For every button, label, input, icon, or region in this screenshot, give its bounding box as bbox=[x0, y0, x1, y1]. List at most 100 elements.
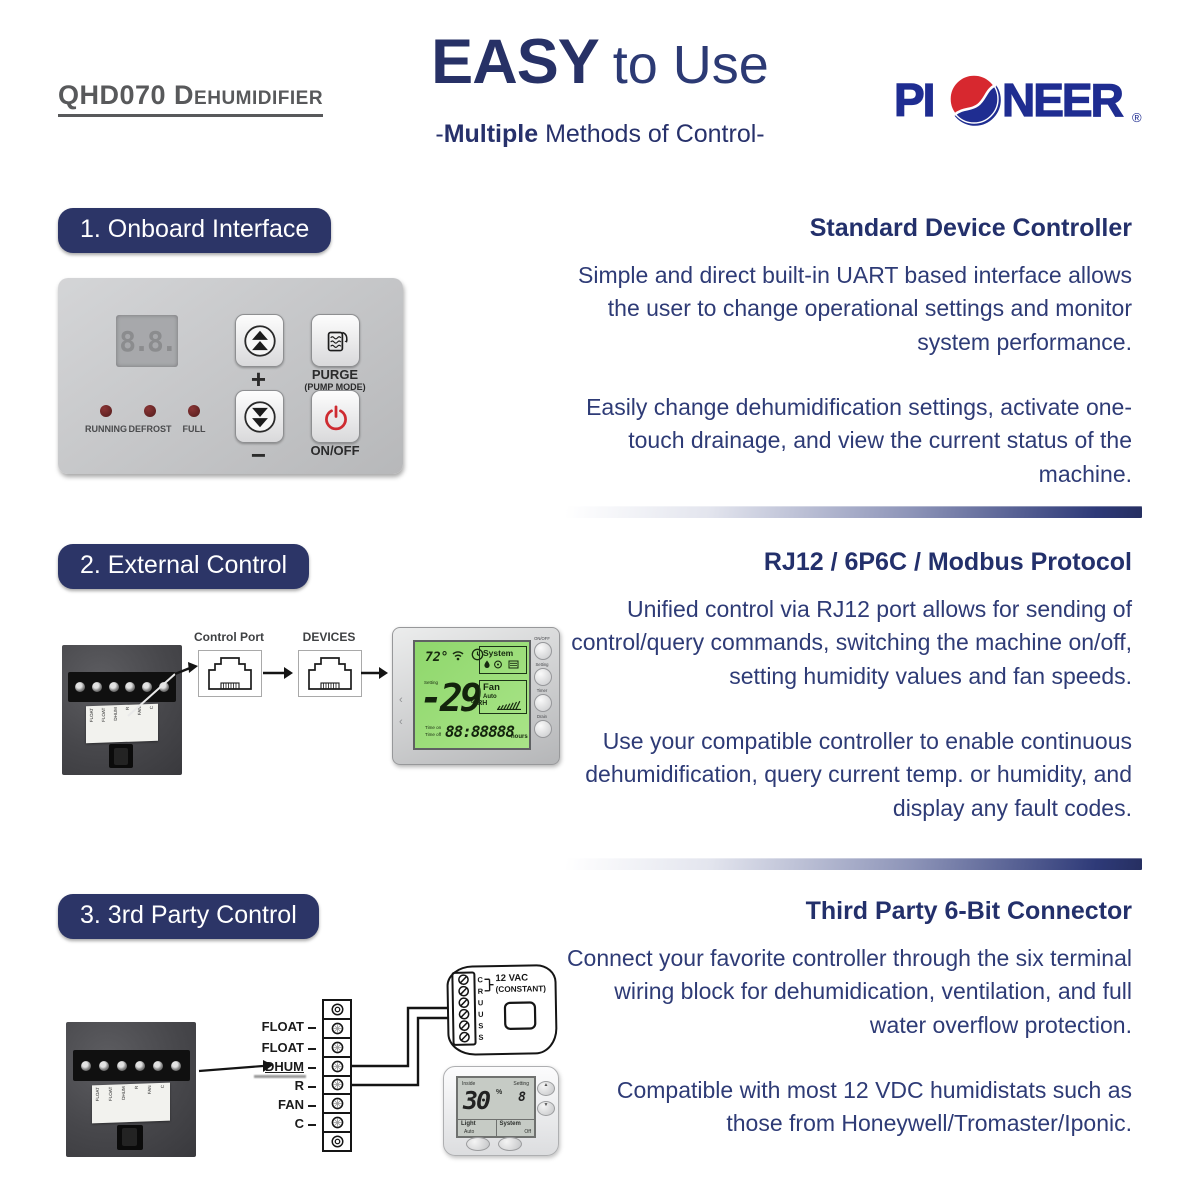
rj12-controller-device: 72° System Setting -29 %RH Fan Auto bbox=[392, 627, 560, 765]
fan-terminal bbox=[324, 1095, 350, 1115]
setting-button bbox=[534, 668, 552, 686]
screw-icon bbox=[108, 682, 119, 693]
screw-icon bbox=[75, 682, 86, 693]
page-title-bold: EASY bbox=[431, 27, 600, 97]
lcd-hours-caption: hours bbox=[511, 734, 528, 740]
product-model-title: QHD070 Dehumidifier bbox=[58, 80, 324, 117]
page-subtitle: -Multiple Methods of Control- bbox=[435, 120, 765, 148]
lcd-temperature: 72° bbox=[425, 650, 449, 665]
section-2-paragraph-1: Unified control via RJ12 port allows for… bbox=[571, 596, 1132, 689]
inside-caption: Inside bbox=[462, 1081, 476, 1087]
svg-text:PI: PI bbox=[894, 74, 933, 126]
purge-sub-label: (PUMP MODE) bbox=[304, 382, 366, 392]
lcd-timer-digits: 88:88888 bbox=[445, 722, 515, 741]
devices-jack-diagram bbox=[298, 650, 362, 697]
double-arrow-up-icon bbox=[243, 324, 276, 357]
running-led-label: RUNNING bbox=[85, 424, 127, 434]
lcd-setting-caption: Setting bbox=[424, 680, 439, 685]
section-divider-2 bbox=[566, 858, 1142, 870]
drain-button bbox=[534, 720, 552, 738]
float-terminal-2 bbox=[324, 1039, 350, 1058]
left-chevron-icon: ‹ bbox=[399, 716, 403, 728]
function-button-right bbox=[498, 1137, 522, 1151]
decrease-button bbox=[235, 390, 284, 443]
svg-text:S: S bbox=[478, 1021, 483, 1030]
wifi-icon bbox=[452, 651, 464, 661]
bracket-line bbox=[484, 978, 494, 992]
onoff-button-label: ON/OFF bbox=[534, 636, 550, 641]
timer-button bbox=[534, 694, 552, 712]
section-2-text: RJ12 / 6P6C / Modbus Protocol Unified co… bbox=[560, 548, 1132, 857]
full-led bbox=[188, 405, 200, 417]
defrost-led-label: DEFROST bbox=[128, 424, 172, 434]
mount-terminal bbox=[324, 1133, 350, 1150]
screw-icon bbox=[158, 682, 169, 693]
power-button bbox=[311, 390, 360, 443]
section-1-badge: 1. Onboard Interface bbox=[58, 208, 332, 253]
section-3-badge: 3. 3rd Party Control bbox=[58, 894, 319, 939]
humidity-reading: 30 bbox=[463, 1086, 491, 1115]
rj12-jack-photo bbox=[108, 743, 133, 769]
lcd-system-box: System bbox=[479, 646, 527, 674]
section-2-paragraph-2: Use your compatible controller to enable… bbox=[585, 728, 1132, 821]
seven-segment-display: 8.8. bbox=[116, 315, 178, 367]
vac-label-line2: (CONSTANT) bbox=[496, 984, 547, 994]
screw-icon bbox=[98, 1060, 109, 1071]
running-led bbox=[100, 405, 112, 417]
float-terminal-1 bbox=[324, 1020, 350, 1039]
lcd-time-off-caption: Time off bbox=[425, 732, 442, 737]
registered-mark: ® bbox=[1132, 110, 1142, 125]
section-divider-1 bbox=[566, 506, 1142, 518]
mount-terminal bbox=[324, 1001, 350, 1020]
onoff-button bbox=[534, 642, 552, 660]
svg-text:R: R bbox=[478, 987, 484, 996]
rj12-outline-icon bbox=[208, 657, 252, 690]
terminal-block-photo-2: FLOAT FLOAT DHUM R FAN C bbox=[66, 1022, 196, 1157]
float-terminal-label-2: FLOAT bbox=[238, 1040, 316, 1055]
honeywell-humidistat: Inside Setting 30 % 8 Light Auto System … bbox=[443, 1066, 559, 1156]
full-led-label: FULL bbox=[182, 424, 206, 434]
left-chevron-icon: ‹ bbox=[399, 694, 403, 706]
terminal-label-strip: FLOAT FLOAT DHUM R FAN C bbox=[92, 1082, 170, 1124]
pioneer-logo-globe-icon bbox=[949, 74, 1001, 126]
pioneer-logo: PI NEER ® bbox=[894, 73, 1142, 126]
timer-button-label: Timer bbox=[536, 688, 548, 693]
lcd-time-on-caption: Time on bbox=[425, 725, 442, 730]
system-mode-icons bbox=[484, 660, 519, 669]
defrost-led bbox=[144, 405, 156, 417]
power-icon bbox=[324, 405, 347, 430]
dhum-wire bbox=[352, 1006, 448, 1068]
section-1-paragraph-1: Simple and direct built-in UART based in… bbox=[578, 262, 1132, 355]
lcd-bottom-bar: Light Auto System Off bbox=[458, 1119, 534, 1136]
arrowhead-icon bbox=[188, 662, 198, 673]
terminal-label-strip: FLOAT FLOAT DHUM R FAN C bbox=[86, 703, 158, 744]
screw-icon bbox=[171, 1060, 182, 1071]
fan-terminal-label: FAN bbox=[238, 1097, 316, 1112]
vac-label-line1: 12 VAC bbox=[495, 973, 528, 985]
slot-screw-icons bbox=[458, 974, 470, 1043]
setting-caption: Setting bbox=[513, 1081, 529, 1087]
svg-text:C: C bbox=[477, 975, 483, 984]
section-1-paragraph-2: Easily change dehumidification settings,… bbox=[586, 394, 1132, 487]
purge-label: PURGE bbox=[311, 367, 359, 382]
dhum-fine-print bbox=[254, 1075, 306, 1078]
c-terminal-label: C bbox=[238, 1116, 316, 1131]
svg-text:U: U bbox=[478, 1010, 484, 1019]
drain-button-label: Drain bbox=[536, 714, 547, 719]
arrowhead-icon bbox=[379, 667, 388, 679]
section-3-text: Third Party 6-Bit Connector Connect your… bbox=[560, 897, 1132, 1173]
percent-sign: % bbox=[496, 1089, 503, 1096]
rj12-jack-photo bbox=[116, 1124, 143, 1151]
terminal-screw-block bbox=[68, 672, 176, 703]
devices-label: DEVICES bbox=[302, 630, 356, 644]
section-1-text: Standard Device Controller Simple and di… bbox=[560, 214, 1132, 523]
setting-button-label: Setting bbox=[535, 662, 549, 667]
terminal-block-photo: FLOAT FLOAT DHUM R FAN C bbox=[62, 645, 182, 775]
screw-icon bbox=[135, 1060, 146, 1071]
svg-text:NEER: NEER bbox=[1002, 74, 1124, 126]
section-2-heading: RJ12 / 6P6C / Modbus Protocol bbox=[763, 548, 1132, 576]
six-terminal-wiring-block bbox=[322, 999, 352, 1152]
screw-icon bbox=[125, 682, 136, 693]
screw-icon bbox=[153, 1060, 164, 1071]
